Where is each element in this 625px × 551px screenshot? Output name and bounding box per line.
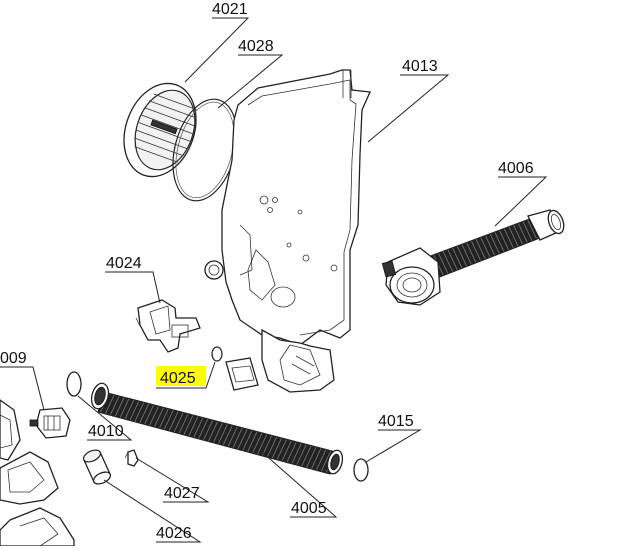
highlight-4025 xyxy=(156,366,206,386)
callout-4006: 4006 xyxy=(498,160,534,177)
part-4024-bracket xyxy=(135,299,201,353)
part-4021-cover xyxy=(123,82,198,178)
callout-4027: 4027 xyxy=(164,485,200,502)
part-4010-oring xyxy=(66,371,82,397)
callout-4005: 4005 xyxy=(291,500,327,517)
left-edge-parts xyxy=(0,399,75,547)
leader-lines xyxy=(0,17,548,543)
callout-labels: 4021 4028 4013 4006 4024 4025 009 4010 4… xyxy=(0,1,534,542)
callout-4025: 4025 xyxy=(160,370,196,387)
part-4013-housing xyxy=(204,69,371,393)
callout-4010: 4010 xyxy=(88,423,124,440)
callout-4021: 4021 xyxy=(212,1,248,18)
part-4006-hose xyxy=(381,209,565,306)
callout-4024: 4024 xyxy=(106,255,142,272)
callout-4013: 4013 xyxy=(402,58,438,75)
part-4005-hose xyxy=(90,382,344,475)
callout-009: 009 xyxy=(0,350,27,367)
part-4015-oring xyxy=(353,458,369,482)
part-4027-clip xyxy=(124,449,139,467)
callout-4015: 4015 xyxy=(378,413,414,430)
callout-4028: 4028 xyxy=(238,38,274,55)
part-009-connector xyxy=(29,407,71,439)
part-4026-sleeve xyxy=(82,449,112,485)
callout-4026: 4026 xyxy=(156,525,192,542)
part-4025-ring xyxy=(211,346,223,362)
